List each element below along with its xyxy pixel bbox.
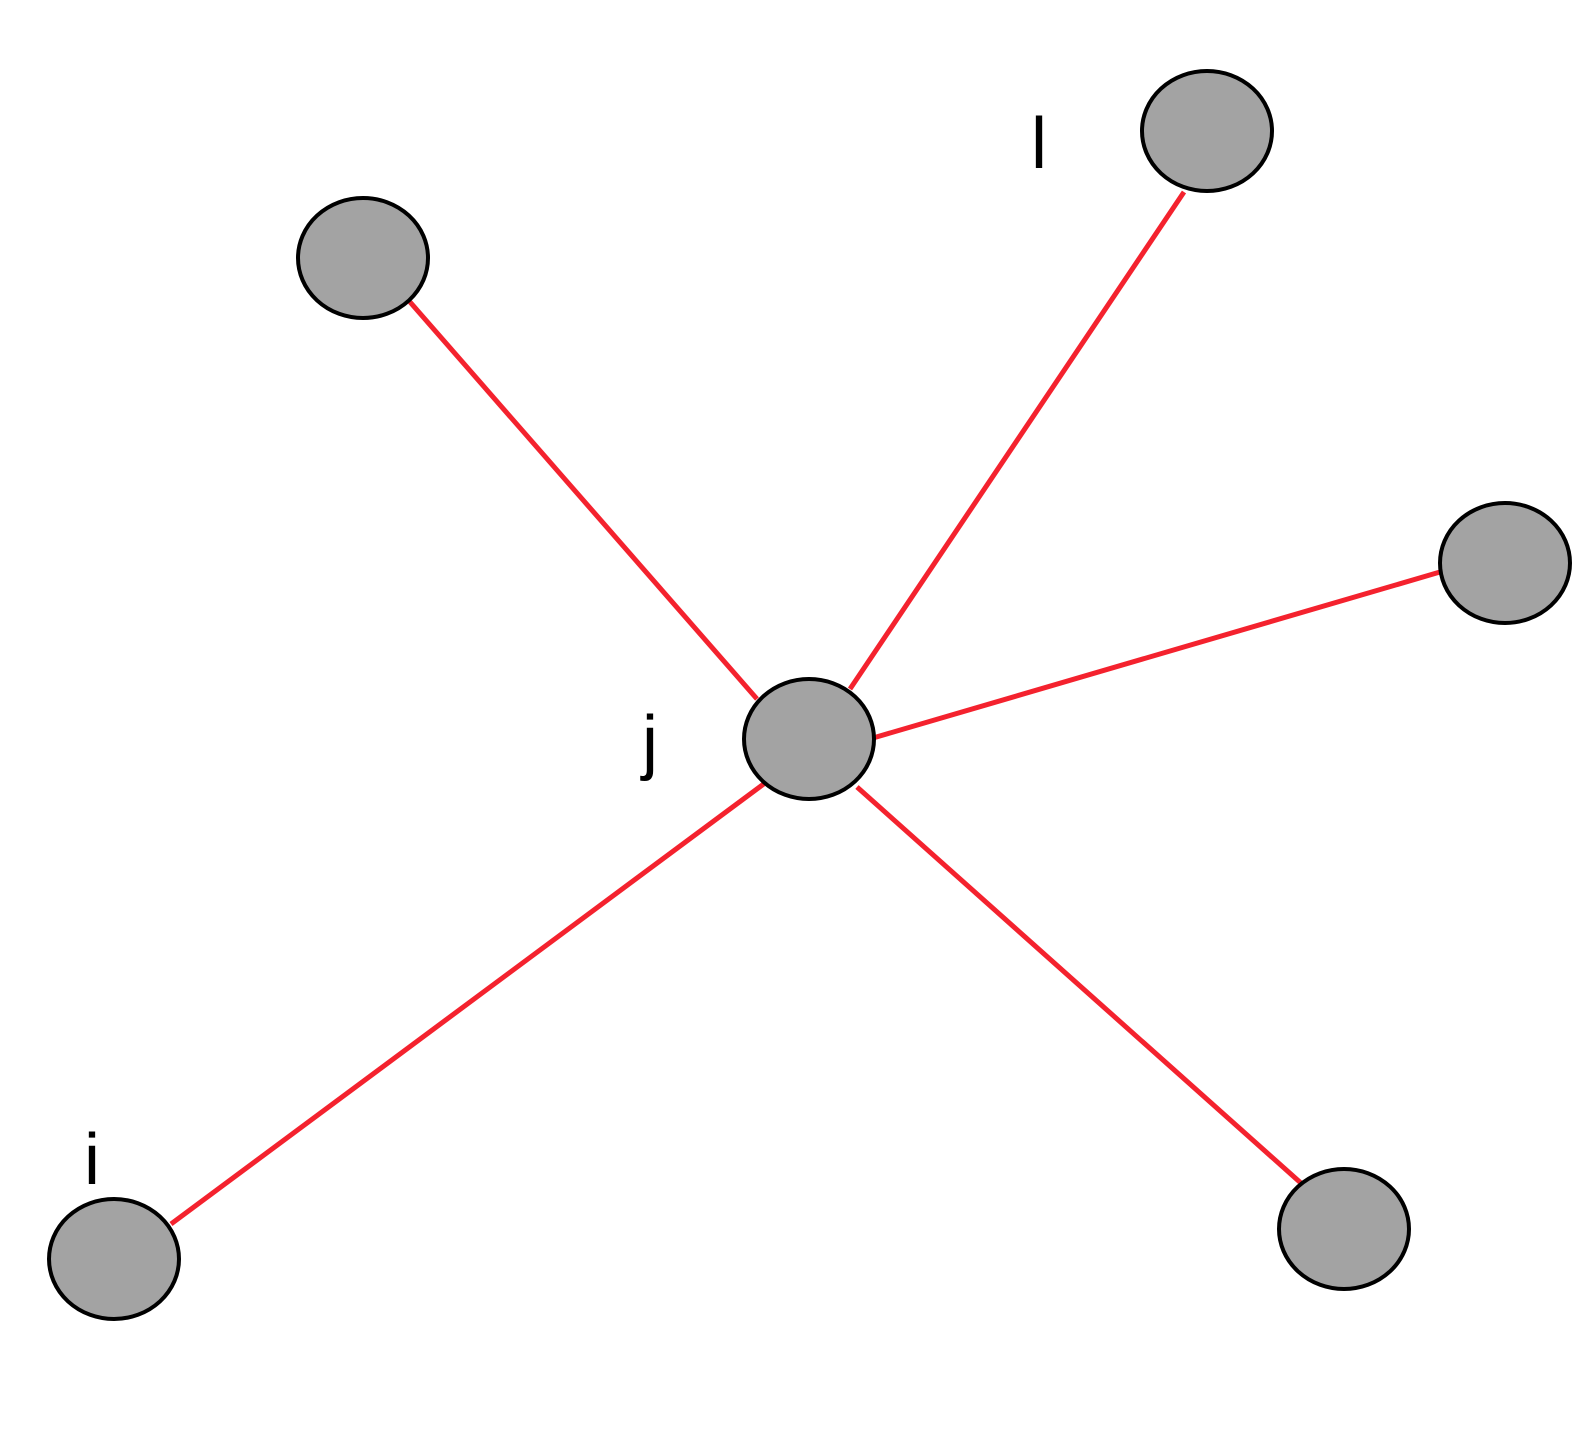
labels: j l i xyxy=(84,104,1047,1200)
edges xyxy=(169,190,1441,1227)
edge-hub-right xyxy=(872,569,1441,741)
node-label-j: j xyxy=(640,702,658,782)
edge-hub-bottom-left xyxy=(169,780,767,1227)
node-hub xyxy=(742,677,876,801)
node-label-l: l xyxy=(1031,104,1047,184)
nodes xyxy=(47,69,1572,1321)
edge-hub-top-right xyxy=(847,190,1187,691)
node-lower-right xyxy=(1277,1167,1411,1291)
edge-hub-lower-right xyxy=(855,785,1304,1186)
edge-hub-upper-left xyxy=(408,300,759,701)
node-top-right xyxy=(1140,69,1274,193)
node-upper-left xyxy=(296,196,430,320)
node-bottom-left xyxy=(47,1197,181,1321)
node-right xyxy=(1438,501,1572,625)
node-label-i: i xyxy=(84,1120,100,1200)
